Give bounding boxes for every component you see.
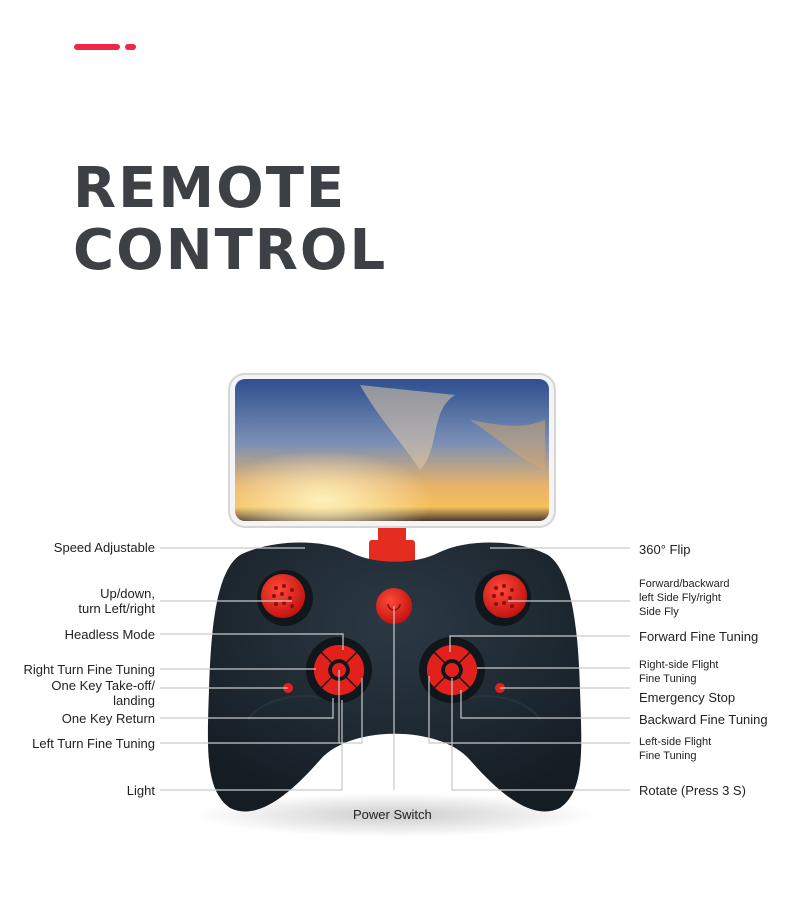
accent-bar-dot bbox=[125, 44, 136, 50]
label-up-down-turn: Up/down, turn Left/right bbox=[78, 586, 155, 616]
label-power-switch: Power Switch bbox=[353, 807, 432, 822]
phone bbox=[228, 373, 556, 528]
phone-mount-neck bbox=[378, 528, 406, 542]
label-right-turn-fine-tuning: Right Turn Fine Tuning bbox=[23, 662, 155, 677]
label-forward-backward: Forward/backward left Side Fly/right Sid… bbox=[639, 577, 729, 619]
label-360-flip: 360° Flip bbox=[639, 542, 691, 557]
label-line: Fine Tuning bbox=[639, 673, 697, 685]
label-line: Side Fly bbox=[639, 606, 679, 618]
title-line-2: CONTROL bbox=[73, 218, 388, 283]
label-line: Fine Tuning bbox=[639, 750, 697, 762]
label-line: left Side Fly/right bbox=[639, 592, 721, 604]
accent-bar-long bbox=[74, 44, 120, 50]
label-line: One Key Take-off/ bbox=[51, 678, 155, 693]
label-line: Left-side Flight bbox=[639, 736, 712, 748]
label-line: Right-side Flight bbox=[639, 659, 719, 671]
label-right-side-flight: Right-side Flight Fine Tuning bbox=[639, 658, 718, 686]
controller-shadow bbox=[195, 793, 595, 837]
label-headless-mode: Headless Mode bbox=[64, 627, 155, 642]
page-title: REMOTE CONTROL bbox=[73, 158, 387, 282]
label-speed-adjustable: Speed Adjustable bbox=[53, 540, 155, 555]
label-line: landing bbox=[113, 693, 155, 708]
right-dpad bbox=[419, 637, 485, 703]
label-line: Forward/backward bbox=[639, 578, 730, 590]
label-line: Up/down, bbox=[100, 586, 155, 601]
left-joystick bbox=[257, 570, 313, 626]
label-rotate: Rotate (Press 3 S) bbox=[639, 783, 746, 798]
title-line-1: REMOTE bbox=[73, 156, 347, 221]
label-emergency-stop: Emergency Stop bbox=[639, 690, 736, 705]
label-forward-fine-tuning: Forward Fine Tuning bbox=[639, 629, 759, 644]
label-one-key-return: One Key Return bbox=[61, 711, 155, 726]
label-line: turn Left/right bbox=[78, 601, 155, 616]
leader-lines bbox=[160, 547, 630, 791]
label-left-side-flight: Left-side Flight Fine Tuning bbox=[639, 735, 711, 763]
label-one-key-takeoff: One Key Take-off/ landing bbox=[51, 678, 155, 708]
label-backward-fine-tuning: Backward Fine Tuning bbox=[639, 712, 768, 727]
right-joystick bbox=[475, 570, 531, 626]
label-light: Light bbox=[126, 783, 155, 798]
label-left-turn-fine-tuning: Left Turn Fine Tuning bbox=[32, 736, 155, 751]
